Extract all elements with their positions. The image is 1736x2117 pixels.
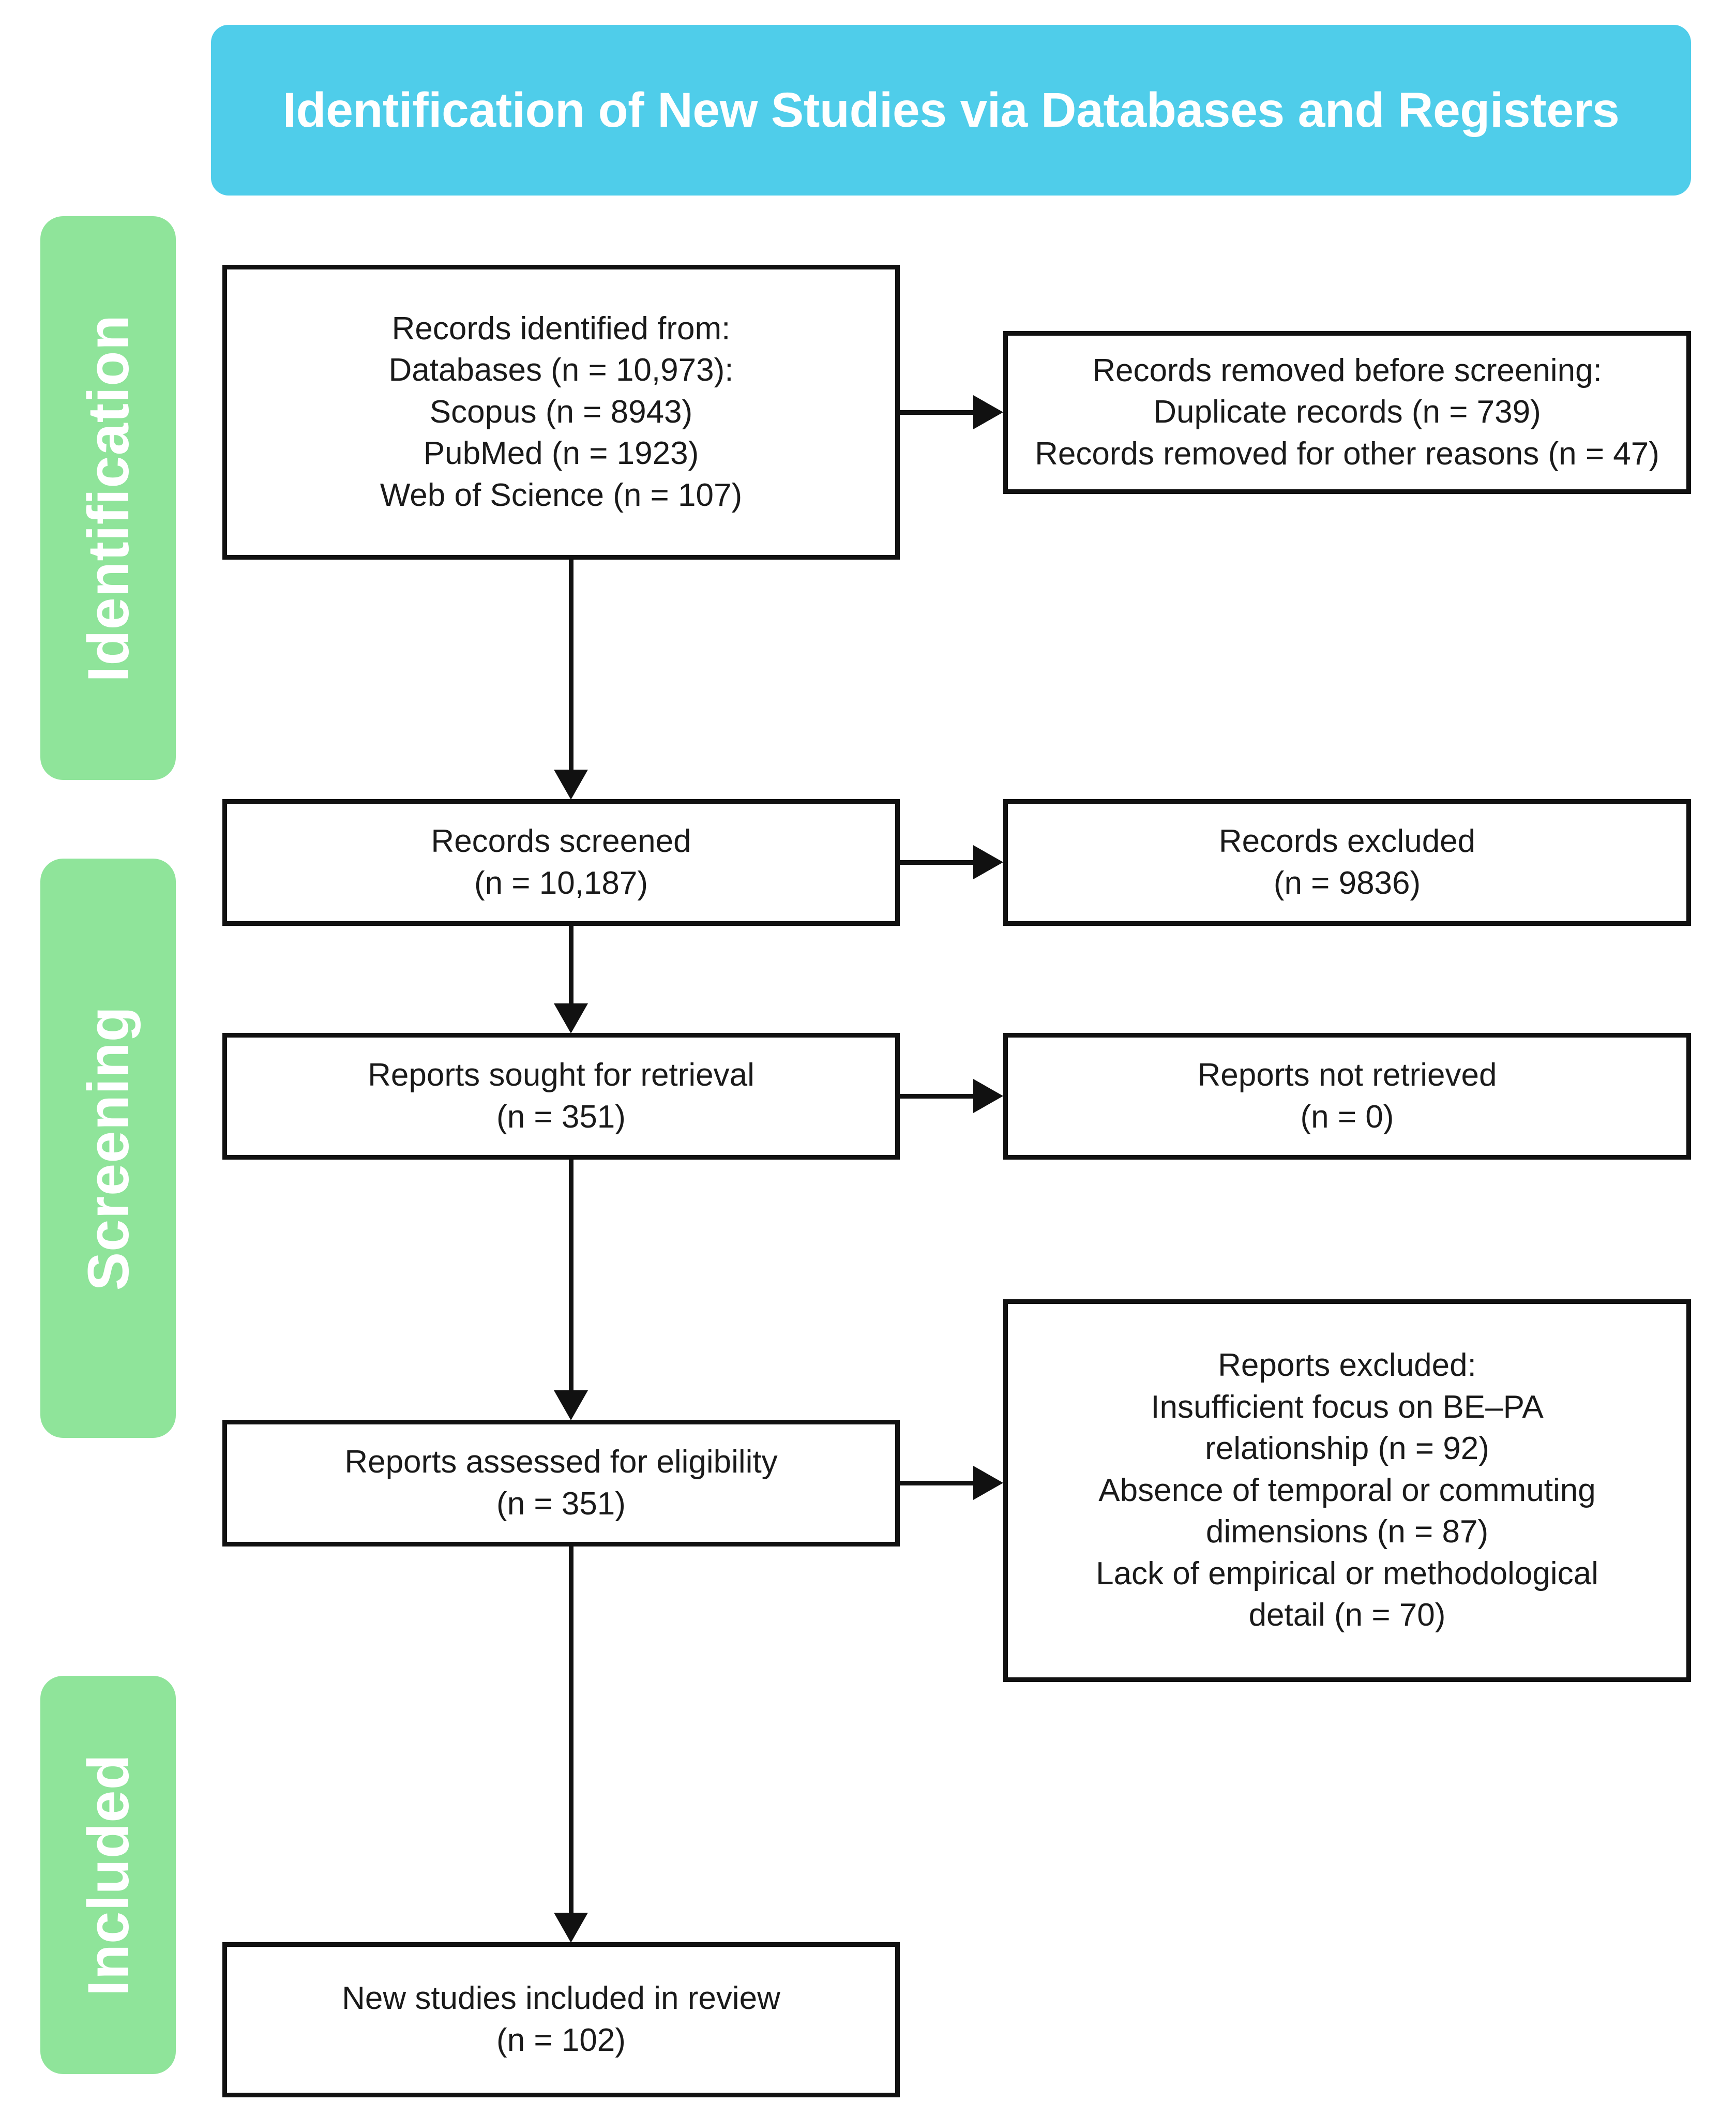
box-line: PubMed (n = 1923) — [423, 436, 699, 472]
connector-assessed-to-included — [569, 1547, 573, 1913]
box-line: (n = 102) — [496, 2022, 626, 2058]
arrowhead-assessed-to-included — [554, 1913, 588, 1943]
box-line: detail (n = 70) — [1248, 1597, 1446, 1633]
connector-identified-to-screened — [569, 560, 573, 770]
box-line: Reports sought for retrieval — [368, 1057, 754, 1093]
box-line: Duplicate records (n = 739) — [1153, 394, 1541, 430]
box-line: Web of Science (n = 107) — [380, 477, 743, 513]
box-line: Records removed before screening: — [1092, 352, 1602, 388]
box-line: Records identified from: — [391, 310, 731, 347]
box-line: (n = 10,187) — [474, 865, 648, 901]
box-line: Records screened — [431, 823, 691, 859]
box-reports-sought-for-retrieval: Reports sought for retrieval (n = 351) — [222, 1033, 900, 1160]
arrowhead-screened-to-sought — [554, 1003, 588, 1033]
box-reports-not-retrieved: Reports not retrieved (n = 0) — [1003, 1033, 1691, 1160]
stage-label-identification-text: Identification — [76, 314, 141, 682]
connector-identified-to-removed — [900, 410, 973, 415]
stage-label-included-text: Included — [76, 1753, 141, 1996]
arrowhead-sought-to-assessed — [554, 1390, 588, 1420]
arrowhead-sought-to-not-retrieved — [973, 1079, 1003, 1113]
diagram-title: Identification of New Studies via Databa… — [282, 82, 1620, 138]
box-line: (n = 9836) — [1273, 865, 1421, 901]
arrowhead-identified-to-removed — [973, 395, 1003, 429]
box-line: Insufficient focus on BE–PA — [1151, 1389, 1544, 1425]
connector-screened-to-sought — [569, 926, 573, 1003]
connector-sought-to-not-retrieved — [900, 1094, 973, 1099]
box-reports-assessed-for-eligibility: Reports assessed for eligibility (n = 35… — [222, 1420, 900, 1547]
stage-label-identification: Identification — [40, 216, 176, 780]
box-line: Scopus (n = 8943) — [429, 394, 693, 430]
box-new-studies-included: New studies included in review (n = 102) — [222, 1942, 900, 2097]
box-line: Reports not retrieved — [1197, 1057, 1497, 1093]
box-line: (n = 0) — [1300, 1099, 1394, 1135]
box-line: Absence of temporal or commuting — [1098, 1472, 1596, 1508]
box-reports-excluded: Reports excluded: Insufficient focus on … — [1003, 1299, 1691, 1682]
arrowhead-assessed-to-reports-excluded — [973, 1466, 1003, 1500]
connector-screened-to-excluded — [900, 860, 973, 865]
box-line: relationship (n = 92) — [1205, 1431, 1489, 1467]
box-line: Reports excluded: — [1218, 1347, 1476, 1383]
box-line: (n = 351) — [496, 1485, 626, 1522]
box-records-removed-before-screening: Records removed before screening: Duplic… — [1003, 331, 1691, 494]
box-line: dimensions (n = 87) — [1205, 1514, 1489, 1550]
connector-sought-to-assessed — [569, 1160, 573, 1390]
box-records-identified: Records identified from: Databases (n = … — [222, 265, 900, 560]
box-line: Databases (n = 10,973): — [388, 352, 734, 388]
box-line: (n = 351) — [496, 1099, 626, 1135]
box-line: Records excluded — [1218, 823, 1476, 859]
box-records-excluded: Records excluded (n = 9836) — [1003, 799, 1691, 926]
box-records-screened: Records screened (n = 10,187) — [222, 799, 900, 926]
stage-label-screening: Screening — [40, 859, 176, 1438]
stage-label-included: Included — [40, 1676, 176, 2074]
box-line: Records removed for other reasons (n = 4… — [1035, 436, 1659, 472]
box-line: New studies included in review — [342, 1980, 780, 2017]
stage-label-screening-text: Screening — [76, 1005, 141, 1291]
connector-assessed-to-reports-excluded — [900, 1481, 973, 1485]
box-line: Lack of empirical or methodological — [1096, 1555, 1598, 1591]
arrowhead-identified-to-screened — [554, 770, 588, 800]
arrowhead-screened-to-excluded — [973, 845, 1003, 879]
diagram-title-banner: Identification of New Studies via Databa… — [211, 25, 1691, 196]
box-line: Reports assessed for eligibility — [344, 1444, 778, 1480]
